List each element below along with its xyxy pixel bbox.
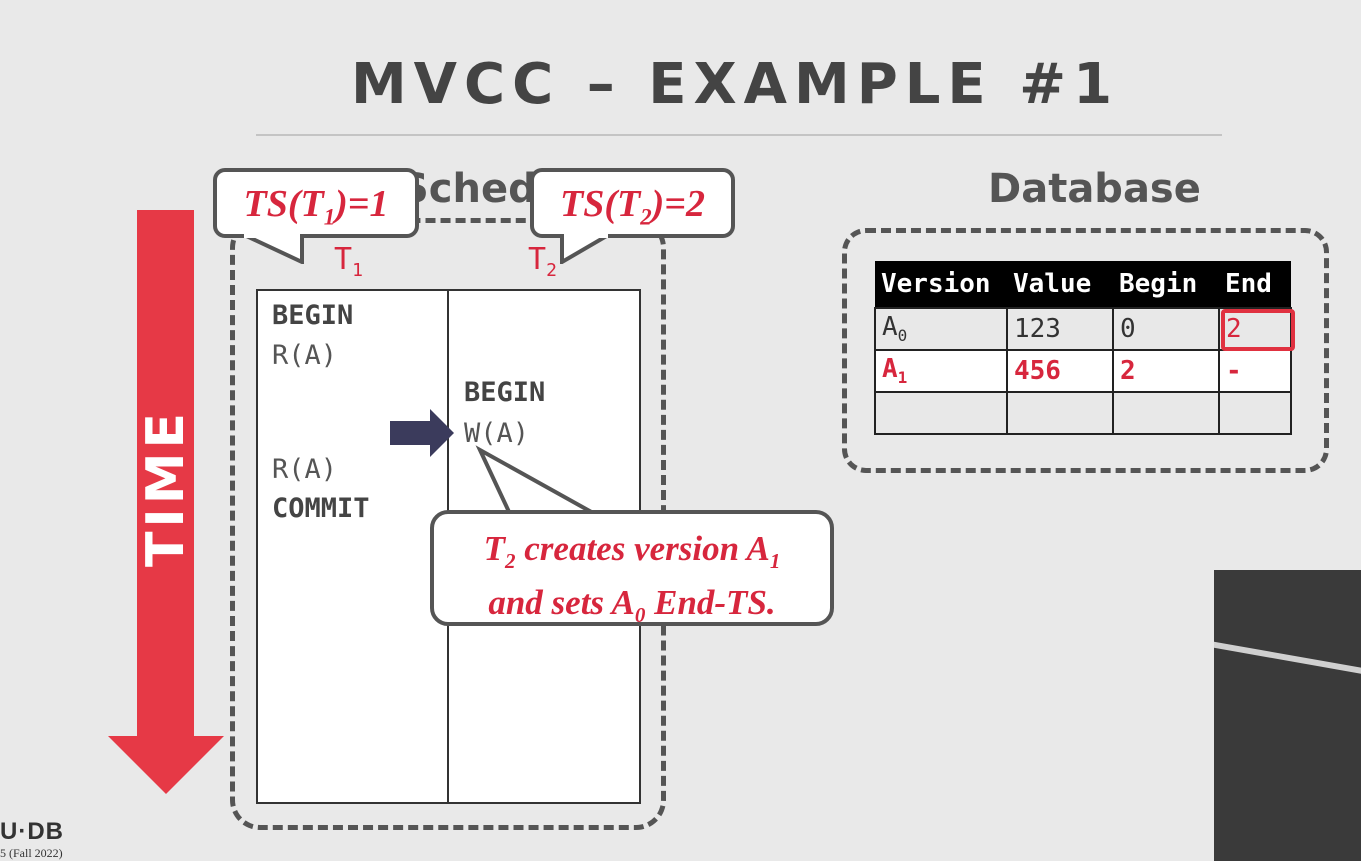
- t1-op-begin: BEGIN: [272, 300, 354, 331]
- ts-t2-bubble-tail: [560, 234, 614, 264]
- cell-value: 123: [1006, 307, 1114, 351]
- end-ts-highlight: [1221, 309, 1295, 351]
- slide-title: MVCC – EXAMPLE #1: [350, 52, 1120, 117]
- t2-column-label: T2: [528, 242, 557, 281]
- cell-version: A1: [874, 349, 1008, 393]
- t2-op-write: W(A): [464, 418, 530, 449]
- header-end: End: [1219, 261, 1291, 308]
- t2-op-begin: BEGIN: [464, 377, 546, 408]
- presenter-video-thumbnail: [1214, 570, 1361, 861]
- t1-op-read-1: R(A): [272, 340, 338, 371]
- t1-op-commit: COMMIT: [272, 493, 370, 524]
- explanation-bubble: T2 creates version A1 and sets A0 End-TS…: [430, 510, 834, 627]
- header-begin: Begin: [1113, 261, 1219, 308]
- time-arrow-head: [108, 736, 224, 794]
- video-artifact: [1214, 640, 1361, 681]
- cell-begin: 2: [1112, 349, 1220, 393]
- t1-column-label: T1: [334, 242, 363, 281]
- note-bubble-tail: [475, 445, 603, 516]
- current-step-arrow-icon: [390, 421, 432, 445]
- cell-version: A0: [874, 307, 1008, 351]
- t1-op-read-2: R(A): [272, 454, 338, 485]
- table-row: A1 456 2 -: [874, 349, 1292, 393]
- time-arrow-shaft: [137, 210, 194, 736]
- ts-t1-bubble: TS(T1)=1: [213, 168, 419, 238]
- database-dashed-box: [842, 228, 1329, 473]
- cell-end: -: [1218, 349, 1292, 393]
- header-value: Value: [1007, 261, 1113, 308]
- version-table-header: Version Value Begin End: [875, 261, 1291, 308]
- cell-value: 456: [1006, 349, 1114, 393]
- footer-course: 5 (Fall 2022): [0, 846, 63, 860]
- cell-begin: 0: [1112, 307, 1220, 351]
- ts-t1-bubble-tail: [241, 234, 304, 264]
- database-heading: Database: [988, 166, 1201, 212]
- cell-version: [874, 391, 1008, 435]
- cell-value: [1006, 391, 1114, 435]
- table-row: A0 123 0 2: [874, 307, 1292, 351]
- explanation-line-2: and sets A0 End-TS.: [488, 583, 776, 627]
- header-version: Version: [875, 261, 1007, 308]
- version-table: Version Value Begin End A0 123 0 2 A1 45…: [874, 261, 1292, 435]
- table-row: [874, 391, 1292, 435]
- current-step-arrow-head: [430, 409, 454, 457]
- title-divider: [256, 134, 1222, 136]
- explanation-line-1: T2 creates version A1: [483, 529, 781, 573]
- cell-begin: [1112, 391, 1220, 435]
- footer-logo: U·DB: [0, 818, 64, 845]
- ts-t2-bubble: TS(T2)=2: [530, 168, 735, 238]
- time-label: TIME: [136, 408, 196, 568]
- cell-end: [1218, 391, 1292, 435]
